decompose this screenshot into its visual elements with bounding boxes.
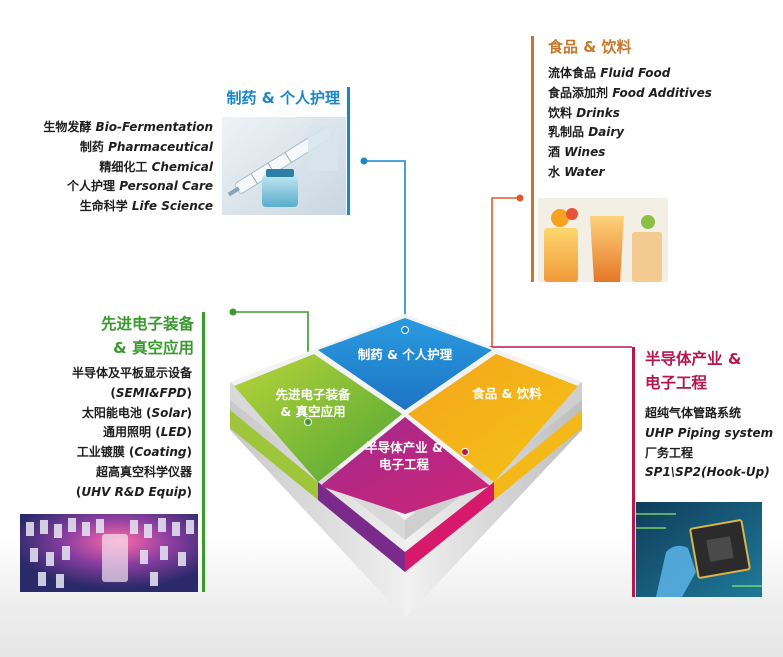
list-item: 精细化工 Chemical	[99, 159, 213, 174]
list-item: 通用照明 (LED)	[103, 425, 192, 440]
food-accent-bar	[531, 36, 534, 282]
semi-accent-bar	[632, 347, 635, 597]
list-item: (UHV R&D Equip)	[75, 484, 192, 499]
diamond-label-semi-2: 电子工程	[379, 457, 430, 472]
electronics-list: 半导体及平板显示设备 (SEMI&FPD) 太阳能电池 (Solar) 通用照明…	[20, 364, 192, 503]
diamond-label-electronics-1: 先进电子装备	[275, 387, 351, 402]
semi-title: 半导体产业 & 电子工程	[645, 347, 741, 395]
food-title: 食品 & 饮料	[548, 38, 632, 56]
list-item: SP1\SP2(Hook-Up)	[645, 465, 770, 480]
pharma-title: 制药 & 个人护理	[226, 89, 340, 107]
diamond-tile-electronics	[234, 354, 402, 482]
semi-title-line2: 电子工程	[645, 374, 708, 392]
electronics-equipment-photo	[20, 514, 198, 592]
electronics-title: 先进电子装备 & 真空应用	[60, 312, 194, 360]
list-item: 太阳能电池 (Solar)	[81, 405, 192, 420]
pharma-accent-bar	[347, 87, 350, 215]
list-item: 个人护理 Personal Care	[66, 179, 213, 194]
diamond-tile-food	[408, 354, 578, 482]
diamond-edge-purple	[318, 482, 405, 572]
list-item: 超纯气体管路系统	[645, 406, 742, 420]
diamond-label-food: 食品 & 饮料	[471, 386, 542, 401]
list-item: (SEMI&FPD)	[110, 385, 192, 400]
list-item: 半导体及平板显示设备	[71, 366, 192, 380]
electronics-accent-bar	[202, 312, 205, 592]
diamond-edge-yellow	[494, 410, 582, 500]
food-list: 流体食品 Fluid Food 食品添加剂 Food Additives 饮料 …	[548, 64, 712, 183]
semi-list: 超纯气体管路系统 UHP Piping system 厂务工程 SP1\SP2(…	[645, 404, 773, 483]
diamond-edge-magenta	[405, 482, 494, 572]
list-item: 饮料 Drinks	[548, 105, 620, 120]
pharma-list: 生物发酵 Bio-Fermentation 制药 Pharmaceutical …	[20, 118, 213, 217]
diamond-edge-green	[230, 410, 318, 500]
list-item: 生物发酵 Bio-Fermentation	[43, 120, 213, 134]
food-drinks-photo	[538, 198, 668, 282]
pharma-syringe-photo	[222, 117, 346, 215]
semi-chip-photo	[636, 502, 762, 597]
list-item: 生命科学 Life Science	[79, 199, 213, 214]
list-item: 酒 Wines	[548, 145, 606, 160]
list-item: 超高真空科学仪器	[95, 464, 192, 479]
list-item: 厂务工程	[645, 445, 694, 460]
electronics-title-line2: & 真空应用	[113, 339, 194, 357]
diamond-tile-pharma	[318, 318, 492, 410]
diamond-tile-semi	[320, 417, 490, 514]
electronics-title-line1: 先进电子装备	[100, 315, 194, 333]
diamond-label-semi-1: 半导体产业 &	[365, 440, 443, 455]
semi-title-line1: 半导体产业 &	[645, 350, 742, 368]
list-item: 制药 Pharmaceutical	[79, 139, 213, 154]
list-item: 工业镀膜 (Coating)	[76, 445, 192, 460]
list-item: UHP Piping system	[645, 425, 774, 440]
list-item: 乳制品 Dairy	[548, 125, 625, 140]
list-item: 水 Water	[548, 164, 605, 179]
list-item: 流体食品 Fluid Food	[548, 66, 671, 80]
list-item: 食品添加剂 Food Additives	[548, 85, 712, 100]
diamond-label-pharma: 制药 & 个人护理	[358, 347, 453, 362]
diamond-label-electronics-2: & 真空应用	[280, 404, 345, 419]
